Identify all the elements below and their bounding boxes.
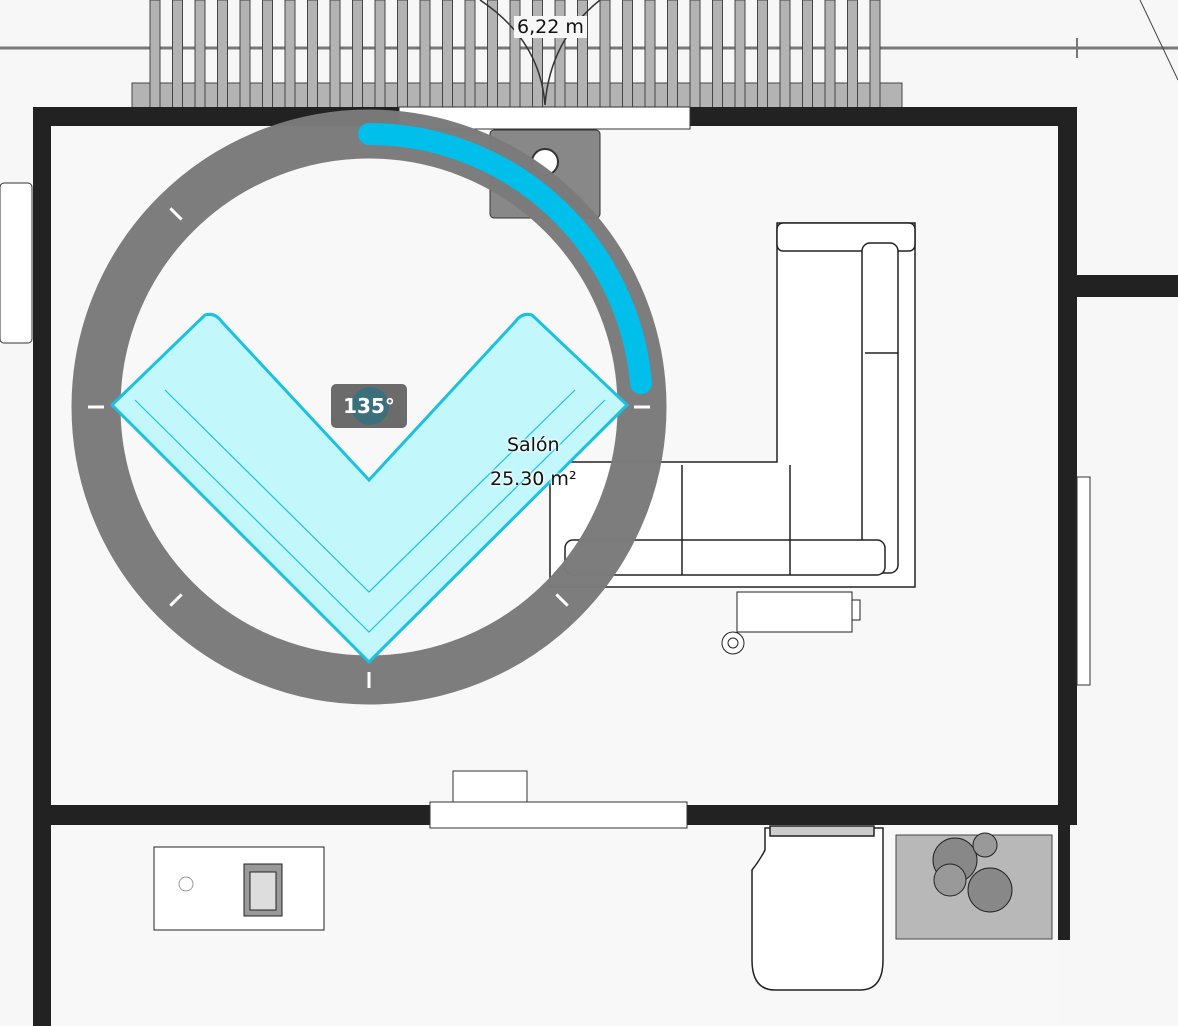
rotation-pivot-icon [351,387,389,425]
tv-stand [452,770,528,803]
window-bottom [429,801,688,829]
rotation-angle-arc [358,123,652,395]
selected-sofa[interactable] [109,312,630,665]
rotation-tick [169,207,183,221]
door-swing [479,0,601,106]
coffee-table[interactable] [721,591,861,655]
side-furniture [0,182,33,344]
rotation-handle-ring[interactable] [71,109,667,705]
room-label[interactable]: Salón 25.30 m² [490,428,577,496]
desk[interactable] [153,846,325,931]
rotation-angle-badge: 135° [331,384,407,428]
dimension-label: 6,22 m [514,16,587,38]
room-name: Salón [506,434,560,456]
rotation-angle-label: 135° [343,394,395,418]
rotation-tick [169,593,183,607]
armchair[interactable] [751,825,884,991]
rotation-tick [555,593,569,607]
window [1076,476,1091,686]
room-area: 25.30 m² [490,468,577,490]
plant-rug[interactable] [895,832,1053,940]
